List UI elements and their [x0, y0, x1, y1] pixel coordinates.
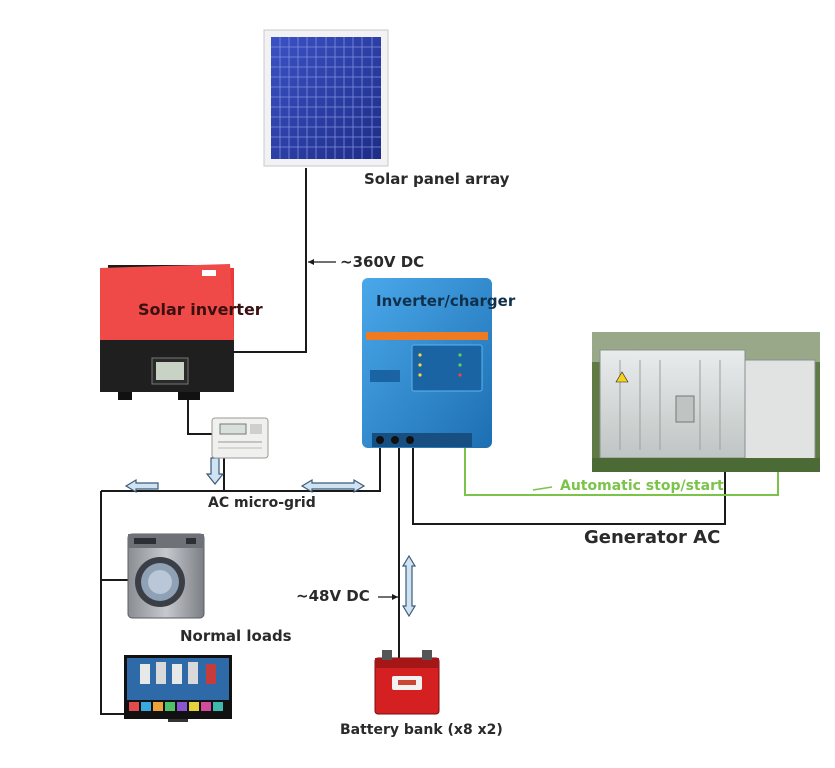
generator-ac-wire — [412, 442, 726, 525]
solar-panel-icon — [263, 29, 389, 167]
pointer-48v-head — [392, 594, 398, 600]
television-icon — [124, 655, 232, 722]
energy-meter-icon — [211, 417, 269, 459]
flow-arrows — [124, 457, 417, 618]
wire-inverter-to-meter — [187, 398, 212, 435]
solar-inverter-icon — [100, 264, 234, 400]
label-ac-micro-grid: AC micro-grid — [208, 495, 316, 511]
label-dc-battery-voltage: ~48V DC — [296, 587, 370, 605]
label-inverter-charger: Inverter/charger — [376, 292, 516, 310]
dc-wire-panel-to-inverter — [228, 168, 307, 353]
arrow-bidirectional-grid — [300, 478, 366, 494]
pointer-auto — [532, 486, 553, 491]
ac-micro-grid-bus — [101, 442, 381, 492]
generator-icon — [592, 332, 820, 472]
battery-icon — [374, 650, 440, 715]
label-normal-loads: Normal loads — [180, 627, 292, 645]
inverter-charger-icon — [362, 278, 492, 448]
pointer-360v-head — [308, 259, 314, 265]
label-dc-high-voltage: ~360V DC — [340, 253, 425, 271]
label-solar-panel-array: Solar panel array — [364, 170, 510, 188]
arrow-bidirectional-battery — [401, 554, 417, 618]
washing-machine-icon — [127, 533, 205, 619]
label-solar-inverter: Solar inverter — [138, 300, 263, 319]
wiring — [100, 168, 726, 715]
arrow-down-meter — [205, 457, 225, 485]
label-generator-ac: Generator AC — [584, 527, 721, 548]
label-automatic-stop-start: Automatic stop/start — [560, 478, 724, 494]
label-battery-bank: Battery bank (x8 x2) — [340, 722, 503, 738]
arrow-left-loads — [124, 478, 159, 494]
loads-bus — [100, 491, 130, 715]
